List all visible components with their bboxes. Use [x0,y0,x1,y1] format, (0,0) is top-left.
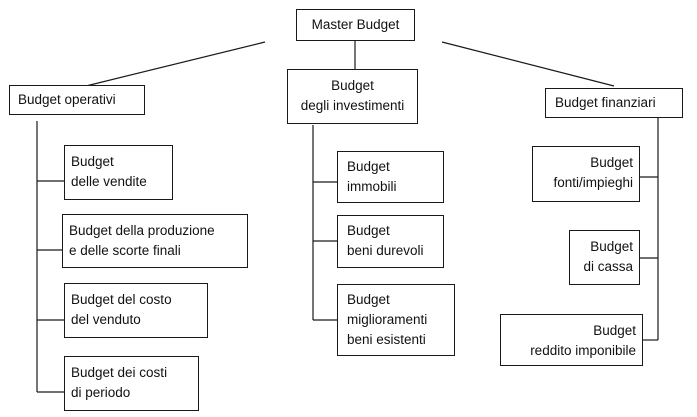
budget-miglioramenti-line-1: Budget [347,292,390,307]
budget-finanziari-label: Budget finanziari [555,95,656,110]
budget-investimenti-line-1: Budget [331,78,374,93]
budget-immobili-line-1: Budget [347,159,390,174]
budget-costi-periodo-box: Budget dei costi di periodo [64,356,199,411]
budget-vendite-line-1: Budget [71,154,114,169]
budget-costi-periodo-line-1: Budget dei costi [71,365,168,380]
connector-master-finanziari [441,41,615,87]
budget-costo-venduto-line-1: Budget del costo [71,292,172,307]
budget-finanziari-box: Budget finanziari [545,88,683,118]
budget-cassa-box: Budget di cassa [569,230,640,285]
budget-investimenti-line-2: degli investimenti [300,98,405,113]
budget-produzione-box: Budget della produzione e delle scorte f… [62,214,248,268]
budget-cassa-line-2: di cassa [583,259,633,274]
budget-vendite-box: Budget delle vendite [64,145,173,200]
budget-immobili-line-2: immobili [347,179,397,194]
budget-beni-durevoli-line-2: beni durevoli [347,243,424,258]
budget-fonti-impieghi-line-1: Budget [590,155,633,170]
master-budget-label: Master Budget [311,17,400,32]
budget-miglioramenti-line-3: beni esistenti [347,332,426,347]
budget-miglioramenti-line-2: miglioramenti [347,312,428,327]
budget-costo-venduto-line-2: del venduto [71,312,141,327]
budget-produzione-line-2: e delle scorte finali [69,243,181,258]
budget-produzione-line-1: Budget della produzione [69,223,215,238]
budget-miglioramenti-box: Budget miglioramenti beni esistenti [337,284,455,356]
connector-master-operativi [85,41,266,87]
budget-reddito-imponibile-line-1: Budget [593,323,636,338]
budget-reddito-imponibile-line-2: reddito imponibile [530,343,636,358]
budget-operativi-label: Budget operativi [18,92,116,107]
budget-cassa-line-1: Budget [590,239,633,254]
budget-reddito-imponibile-box: Budget reddito imponibile [500,314,643,366]
budget-immobili-box: Budget immobili [337,151,444,203]
budget-operativi-box: Budget operativi [9,85,145,115]
budget-beni-durevoli-box: Budget beni durevoli [337,215,444,268]
budget-fonti-impieghi-line-2: fonti/impieghi [553,175,633,190]
budget-costo-venduto-box: Budget del costo del venduto [64,283,208,338]
budget-beni-durevoli-line-1: Budget [347,223,390,238]
budget-investimenti-box: Budget degli investimenti [287,69,418,124]
budget-costi-periodo-line-2: di periodo [71,385,131,400]
budget-vendite-line-2: delle vendite [71,174,147,189]
master-budget-box: Master Budget [296,9,415,41]
budget-fonti-impieghi-box: Budget fonti/impieghi [532,146,640,202]
